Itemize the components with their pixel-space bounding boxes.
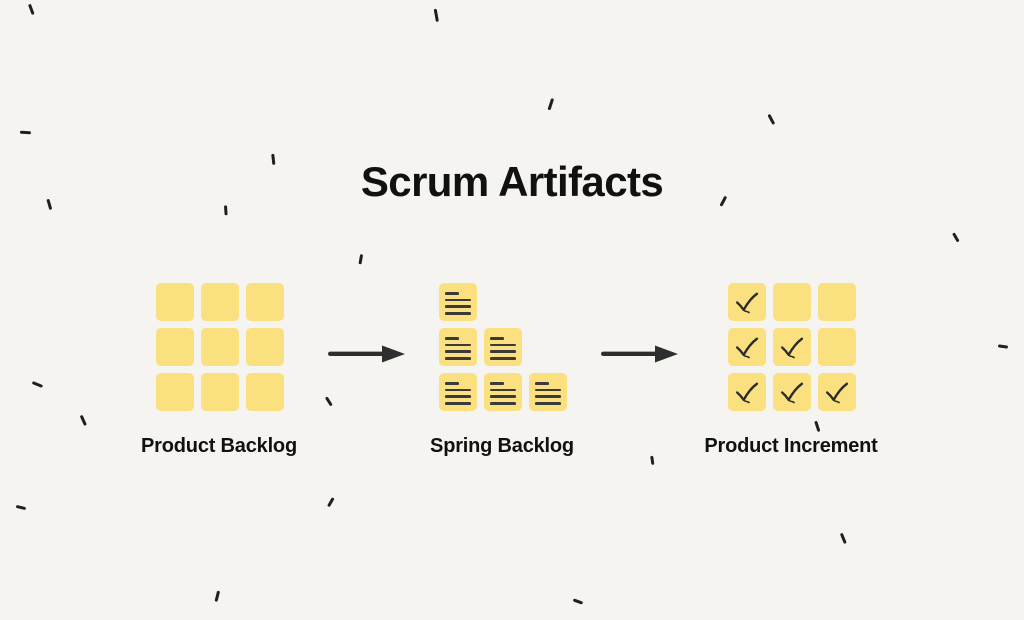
stage-label-product-increment: Product Increment [704,435,878,457]
backlog-tile[interactable] [156,283,194,321]
confetti-mark [80,414,87,426]
card-line [535,402,561,405]
check-icon [780,337,804,359]
arrow-right-icon-2 [601,343,679,365]
card-line [445,292,459,295]
increment-tile[interactable] [818,328,856,366]
backlog-tile[interactable] [201,373,239,411]
backlog-tile[interactable] [246,373,284,411]
stage-spring-backlog: Spring Backlog [430,270,574,457]
check-icon [825,382,849,404]
confetti-mark [840,532,847,544]
card-line [535,395,561,398]
increment-tile-checked[interactable] [818,373,856,411]
backlog-tile[interactable] [246,283,284,321]
confetti-mark [814,420,821,432]
confetti-mark [952,232,960,243]
confetti-mark [15,504,27,510]
card-line [445,382,459,385]
confetti-mark [327,497,335,508]
product-increment-grid [728,270,856,411]
confetti-mark [358,254,364,265]
spring-backlog-card[interactable] [484,328,522,366]
card-line [490,388,516,392]
card-line [445,343,471,347]
card-line [490,357,516,360]
card-line [445,388,471,392]
stage-product-increment: Product Increment [704,270,878,457]
backlog-tile[interactable] [201,328,239,366]
spring-backlog-card[interactable] [439,328,477,366]
backlog-tile[interactable] [201,283,239,321]
confetti-mark [31,381,44,388]
increment-tile-checked[interactable] [728,328,766,366]
card-line [445,357,471,360]
confetti-mark [650,455,655,465]
spring-backlog-card[interactable] [439,373,477,411]
confetti-mark [214,590,221,602]
confetti-mark [547,98,555,111]
check-icon [735,292,759,314]
spring-backlog-card[interactable] [439,283,477,321]
stage-label-product-backlog: Product Backlog [141,435,297,457]
confetti-mark [19,130,32,134]
check-icon [735,382,759,404]
spring-backlog-card[interactable] [484,373,522,411]
check-icon [735,337,759,359]
spring-backlog-card[interactable] [529,373,567,411]
confetti-mark [572,598,584,605]
card-line [445,395,471,398]
stage-label-spring-backlog: Spring Backlog [430,435,574,457]
confetti-mark [325,396,333,407]
increment-tile-checked[interactable] [728,283,766,321]
confetti-mark [224,205,228,216]
confetti-mark [28,3,35,15]
spring-backlog-cards [439,270,567,411]
card-line [490,395,516,398]
card-line [445,350,471,353]
card-line [445,305,471,308]
arrow-right-icon-1 [328,343,406,365]
card-line [490,337,504,340]
card-line [445,402,471,405]
increment-tile[interactable] [818,283,856,321]
card-line [445,337,459,340]
backlog-tile[interactable] [246,328,284,366]
increment-tile[interactable] [773,283,811,321]
card-line [445,312,471,315]
card-line [445,298,471,302]
backlog-tile[interactable] [156,328,194,366]
page-title: Scrum Artifacts [360,158,664,205]
confetti-mark [767,113,776,125]
check-icon [780,382,804,404]
product-backlog-grid [156,270,284,411]
stage-product-backlog: Product Backlog [141,270,297,457]
card-line [535,388,561,392]
card-line [490,382,504,385]
card-line [490,343,516,347]
card-line [535,382,549,385]
increment-tile-checked[interactable] [773,373,811,411]
confetti-mark [997,344,1009,349]
backlog-tile[interactable] [156,373,194,411]
increment-tile-checked[interactable] [773,328,811,366]
increment-tile-checked[interactable] [728,373,766,411]
card-line [490,350,516,353]
card-line [490,402,516,405]
confetti-mark [434,8,439,22]
